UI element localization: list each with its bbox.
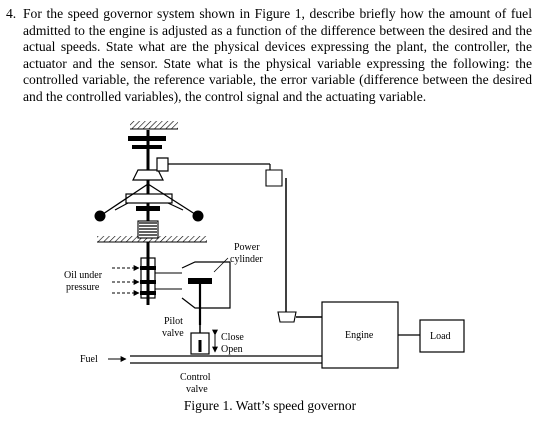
question-text: For the speed governor system shown in F… — [23, 6, 532, 104]
control-valve — [190, 325, 218, 355]
figure-caption: Figure 1. Watt’s speed governor — [183, 398, 357, 413]
label-open: Open — [221, 344, 243, 355]
label-pilot: Pilot — [164, 316, 183, 327]
label-load: Load — [430, 331, 451, 342]
label-close: Close — [221, 332, 244, 343]
top-ground-hatch — [130, 121, 178, 130]
label-power: Power — [234, 242, 260, 253]
pilot-valve — [140, 242, 182, 305]
central-spindle — [128, 130, 166, 232]
question-block: 4. For the speed governor system shown i… — [6, 6, 532, 106]
load-box — [419, 319, 465, 353]
label-cylinder: cylinder — [230, 254, 263, 265]
feedback-linkage — [265, 164, 322, 323]
label-control-valve: valve — [186, 384, 208, 395]
mid-ground-hatch — [97, 236, 207, 243]
label-valve: valve — [162, 328, 184, 339]
spring — [137, 220, 159, 239]
oil-arrows — [112, 265, 140, 296]
question-number: 4. — [6, 6, 17, 21]
bevel-gear — [132, 157, 270, 181]
power-cylinder — [181, 257, 231, 325]
fuel-line — [108, 355, 322, 364]
flyball-arms — [94, 183, 204, 222]
flyball-left — [94, 210, 106, 222]
label-control: Control — [180, 372, 211, 383]
engine-box — [321, 301, 420, 369]
label-fuel: Fuel — [80, 354, 98, 365]
label-engine: Engine — [345, 330, 374, 341]
label-oil-under: Oil under — [64, 270, 103, 281]
flyball-right — [192, 210, 204, 222]
label-pressure: pressure — [66, 282, 100, 293]
